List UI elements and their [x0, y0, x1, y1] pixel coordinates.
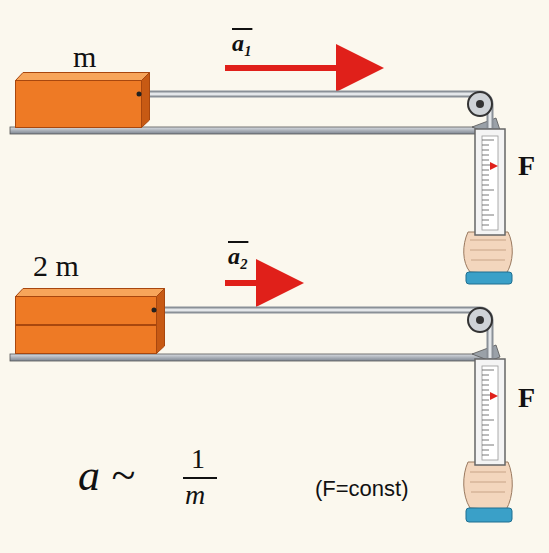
- formula-text: a ~: [78, 450, 135, 501]
- mass-label: 2 m: [33, 249, 79, 283]
- hand: [464, 462, 513, 522]
- spring-scale: F: [474, 128, 544, 238]
- string: [142, 92, 492, 128]
- scale-shape: [474, 358, 506, 466]
- acceleration-arrow: [225, 65, 372, 71]
- force-label: F: [518, 382, 535, 414]
- table: [10, 354, 488, 361]
- block-shape: [15, 72, 150, 128]
- formula-condition: (F=const): [315, 476, 409, 502]
- acceleration-label: a₂: [228, 243, 248, 270]
- force-label: F: [518, 150, 535, 182]
- acceleration-arrow: [225, 280, 292, 286]
- formula-denominator: m: [185, 479, 205, 511]
- hand: [464, 232, 513, 284]
- mass-label: m: [73, 40, 96, 74]
- string: [157, 308, 492, 358]
- fraction-bar: [183, 477, 217, 479]
- mass-block: m: [15, 40, 155, 130]
- scale-shape: [474, 128, 506, 236]
- acceleration-label: a₁: [232, 30, 252, 57]
- table: [10, 127, 488, 134]
- formula-numerator: 1: [191, 443, 205, 475]
- spring-scale: F: [474, 358, 544, 468]
- block-shape: [15, 288, 165, 354]
- mass-block: 2 m: [15, 245, 175, 357]
